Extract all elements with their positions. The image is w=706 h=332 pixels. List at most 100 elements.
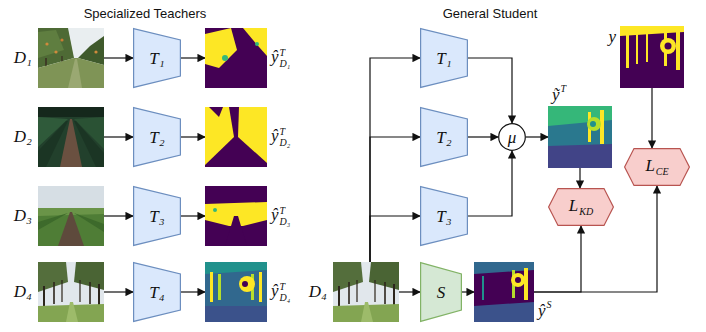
math-label: D₃ (14, 206, 32, 225)
math-label: D₄ (309, 282, 327, 301)
superscript: T (280, 48, 291, 59)
image-label: D₃ (14, 207, 32, 225)
image-panel: D₄ (333, 262, 399, 322)
superscript: T (561, 83, 567, 94)
math-label: μ (508, 129, 517, 146)
image-panel: D₁ (38, 28, 104, 88)
script-stack: TD₁ (280, 48, 291, 69)
network-block: T₂ (420, 107, 468, 167)
text-holder: μ (498, 123, 526, 151)
symbol-text: T₁ (436, 49, 451, 68)
script-stack: TD₃ (280, 206, 291, 227)
image-label: ŷTD₂ (271, 127, 290, 148)
image-illustration (38, 262, 104, 322)
flow-arrow (104, 136, 133, 137)
symbol-text: ỹ (552, 85, 560, 104)
math-label: ỹT (552, 85, 566, 104)
image-illustration (38, 107, 104, 167)
image-illustration (205, 262, 267, 322)
math-label: T₂ (149, 129, 164, 146)
symbol-text: ŷ (271, 126, 279, 145)
image-illustration (205, 28, 267, 88)
superscript: T (280, 206, 291, 217)
math-label: T₂ (436, 129, 451, 146)
math-label: S (437, 284, 446, 301)
image-label: D₄ (14, 283, 32, 301)
symbol-text: ŷ (271, 47, 279, 66)
image-label: ŷTD₁ (271, 48, 290, 69)
superscript: T (280, 282, 291, 293)
image-illustration (205, 107, 267, 167)
image-panel: ŷTD₂ (205, 107, 267, 167)
network-block: T₃ (420, 186, 468, 246)
symbol-text: D₂ (14, 127, 32, 146)
image-illustration (38, 28, 104, 88)
image-panel: ŷTD₁ (205, 28, 267, 88)
text-holder: LKD (548, 188, 614, 226)
symbol-text: T₁ (149, 49, 164, 68)
image-illustration (38, 186, 104, 246)
flow-arrow (181, 136, 205, 137)
math-label: ŷTD₁ (271, 47, 290, 66)
math-label: D₂ (14, 127, 32, 146)
image-illustration (548, 106, 612, 168)
mean-circle: μ (498, 123, 526, 151)
subscript: KD (579, 206, 593, 217)
trap-shape (421, 29, 468, 88)
text-holder: LCE (624, 148, 690, 186)
symbol-text: L (569, 196, 578, 215)
script-stack: TD₄ (280, 282, 291, 303)
math-label: T₃ (149, 208, 164, 225)
flow-arrow (399, 291, 420, 292)
image-illustration (474, 262, 534, 322)
hex-shape (549, 189, 614, 226)
math-label: T₁ (149, 50, 164, 67)
network-block: T₁ (420, 28, 468, 88)
symbol-text: y (608, 27, 616, 46)
text-holder: T₂ (133, 107, 181, 167)
symbol-text: D₃ (14, 206, 32, 225)
image-label: D₁ (14, 49, 32, 67)
subscript: CE (656, 166, 669, 177)
network-block: S (420, 262, 462, 322)
image-label: D₄ (309, 283, 327, 301)
flow-arrow (104, 215, 133, 216)
image-label: ŷS (538, 300, 552, 320)
flow-arrow (370, 137, 420, 262)
symbol-text: D₁ (14, 48, 32, 67)
text-holder: T₄ (133, 262, 181, 322)
flow-arrow (579, 168, 580, 188)
math-label: T₃ (436, 208, 451, 225)
text-holder: T₁ (420, 28, 468, 88)
flow-arrow (468, 151, 512, 216)
symbol-text: ŷ (271, 281, 279, 300)
flow-arrow (462, 291, 474, 292)
symbol-text: D₄ (309, 282, 327, 301)
math-label: ŷTD₄ (271, 281, 290, 300)
image-label: ŷTD₃ (271, 206, 290, 227)
image-panel: D₃ (38, 186, 104, 246)
symbol-text: L (645, 156, 654, 175)
image-panel: D₂ (38, 107, 104, 167)
text-holder: T₂ (420, 107, 468, 167)
image-panel: y (620, 26, 684, 88)
flow-arrow (468, 136, 498, 137)
flow-arrow (534, 186, 657, 292)
math-label: ŷS (538, 301, 552, 320)
flow-arrow (534, 226, 581, 292)
flow-arrow (468, 58, 512, 123)
network-block: T₄ (133, 262, 181, 322)
flow-arrow (181, 291, 205, 292)
math-label: ŷTD₃ (271, 205, 290, 224)
flow-arrow (526, 136, 548, 137)
image-panel: ŷTD₄ (205, 262, 267, 322)
flow-arrow (104, 57, 133, 58)
subscript: D₁ (280, 58, 291, 69)
network-block: T₁ (133, 28, 181, 88)
section-title: General Student (443, 6, 538, 21)
trap-shape (134, 263, 181, 322)
superscript: S (547, 299, 552, 310)
image-panel: D₄ (38, 262, 104, 322)
math-label: LKD (569, 197, 593, 217)
